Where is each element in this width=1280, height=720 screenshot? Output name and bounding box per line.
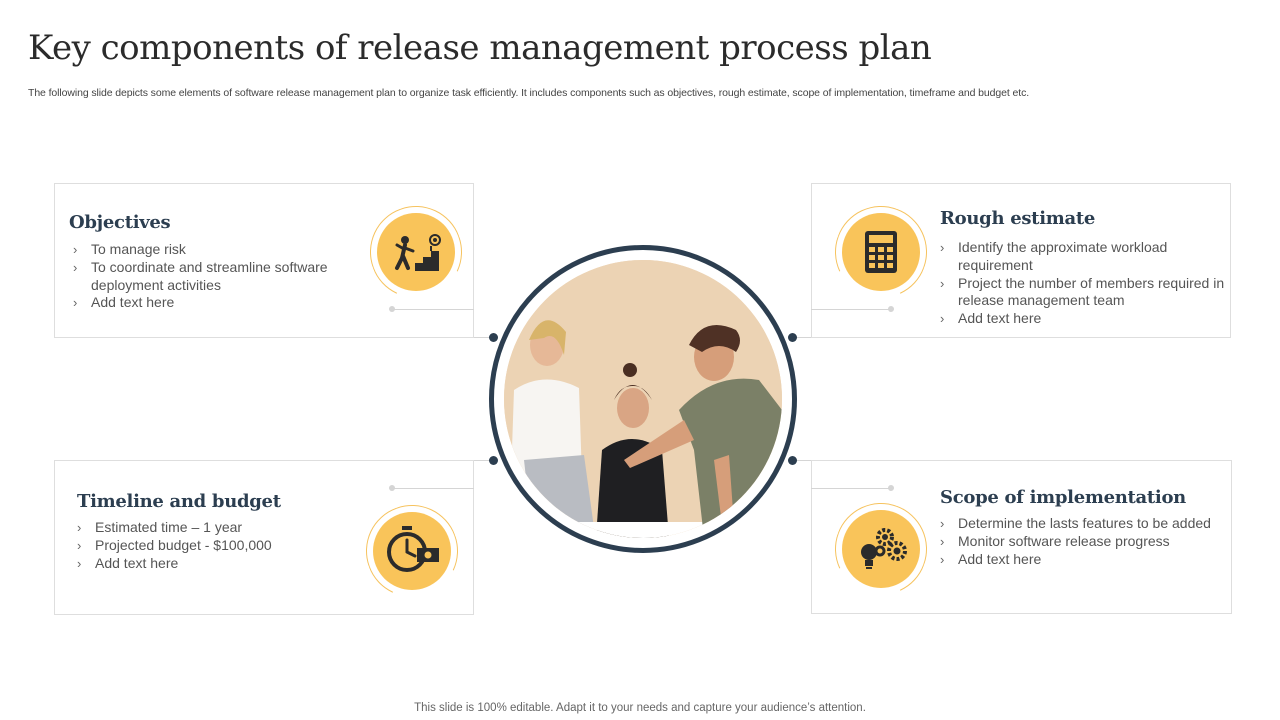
scope-card: Scope of implementation ›Determine the l…: [811, 460, 1232, 614]
timeline-budget-icon-badge: [353, 492, 471, 610]
chevron-right-icon: ›: [73, 259, 78, 275]
list-item: ›Identify the approximate workload requi…: [940, 239, 1168, 273]
list-item: ›Projected budget - $100,000: [77, 536, 272, 553]
center-photo-ring: [489, 245, 797, 553]
timeline-budget-list: ›Estimated time – 1 year ›Projected budg…: [73, 519, 363, 572]
list-item: ›Add text here: [73, 294, 175, 311]
list-item: ›To coordinate and streamline software d…: [73, 258, 328, 293]
list-item: ›Project the number of members required …: [940, 274, 1225, 309]
chevron-right-icon: ›: [940, 275, 945, 291]
rough-estimate-list: ›Identify the approximate workload requi…: [936, 239, 1226, 328]
objectives-list: ›To manage risk ›To coordinate and strea…: [69, 241, 369, 312]
timeline-budget-title: Timeline and budget: [77, 491, 281, 512]
scope-title: Scope of implementation: [940, 487, 1186, 508]
rough-estimate-icon-badge: [822, 193, 940, 311]
list-item: ›Estimated time – 1 year: [77, 519, 243, 535]
calculator-icon: [865, 231, 897, 273]
goal-steps-icon: [395, 234, 441, 271]
chevron-right-icon: ›: [73, 242, 78, 257]
gears-lightbulb-icon: [861, 528, 907, 569]
team-meeting-photo: [504, 260, 782, 538]
list-item: ›Determine the lasts features to be adde…: [940, 515, 1211, 531]
objectives-icon-badge: [357, 193, 475, 311]
objectives-card: Objectives ›To manage risk ›To coordinat…: [54, 183, 475, 338]
slide-subtitle: The following slide depicts some element…: [28, 87, 1030, 99]
chevron-right-icon: ›: [77, 555, 82, 571]
chevron-right-icon: ›: [940, 516, 945, 531]
chevron-right-icon: ›: [77, 520, 82, 535]
chevron-right-icon: ›: [77, 537, 82, 553]
chevron-right-icon: ›: [940, 240, 945, 255]
list-item: ›Add text here: [940, 310, 1042, 327]
scope-list: ›Determine the lasts features to be adde…: [936, 515, 1226, 568]
chevron-right-icon: ›: [940, 551, 945, 567]
objectives-title: Objectives: [69, 212, 171, 233]
rough-estimate-card: Rough estimate ›Identify the approximate…: [811, 183, 1231, 338]
chevron-right-icon: ›: [940, 311, 945, 327]
list-item: ›Add text here: [77, 554, 179, 571]
stopwatch-money-icon: [387, 526, 439, 572]
list-item: ›Monitor software release progress: [940, 532, 1170, 549]
slide-title: Key components of release management pro…: [28, 28, 932, 68]
scope-icon-badge: [822, 490, 940, 608]
slide-footer: This slide is 100% editable. Adapt it to…: [414, 702, 866, 714]
timeline-budget-card: Timeline and budget ›Estimated time – 1 …: [54, 460, 474, 615]
list-item: ›To manage risk: [73, 241, 186, 257]
rough-estimate-title: Rough estimate: [940, 208, 1096, 229]
chevron-right-icon: ›: [940, 533, 945, 549]
chevron-right-icon: ›: [73, 295, 78, 311]
list-item: ›Add text here: [940, 550, 1042, 567]
